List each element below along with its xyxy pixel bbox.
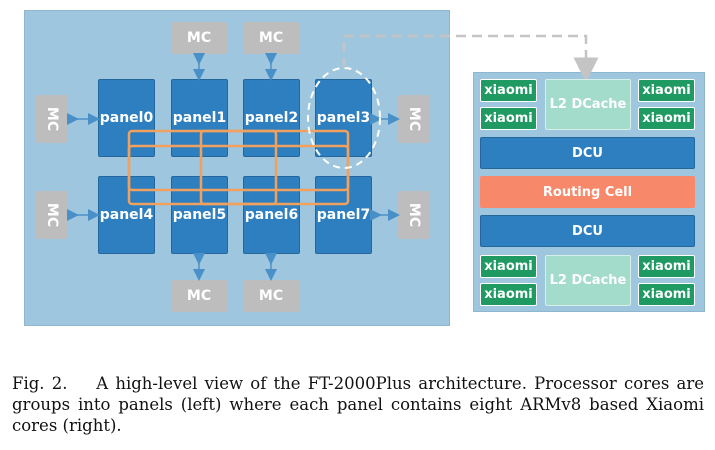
figure-caption: Fig. 2. A high-level view of the FT-2000… xyxy=(12,373,704,436)
memory-controller-top-1: MC xyxy=(171,22,227,54)
memory-links-vertical xyxy=(193,53,277,281)
panel-0: panel0 xyxy=(98,79,155,157)
panel3-highlight xyxy=(307,67,381,169)
dcu-top: DCU xyxy=(480,137,695,169)
memory-controller-right-1: MC xyxy=(398,95,430,143)
l2-cache-bottom: L2 DCache xyxy=(545,255,631,306)
chip-background xyxy=(24,10,450,326)
core-5: xiaomi xyxy=(480,255,537,278)
panel-1: panel1 xyxy=(171,79,228,157)
panel-2: panel2 xyxy=(243,79,300,157)
routing-cell: Routing Cell xyxy=(480,176,695,208)
caption-text: A high-level view of the FT-2000Plus arc… xyxy=(12,374,704,435)
figure-label: Fig. 2. xyxy=(12,374,68,393)
memory-controller-bottom-2: MC xyxy=(243,280,299,312)
core-1: xiaomi xyxy=(480,79,537,102)
panel-3: panel3 xyxy=(315,79,372,157)
core-4: xiaomi xyxy=(638,107,695,130)
memory-controller-left-2: MC xyxy=(36,191,68,239)
memory-controller-left-1: MC xyxy=(36,95,68,143)
memory-controller-bottom-1: MC xyxy=(171,280,227,312)
dcu-bottom: DCU xyxy=(480,215,695,247)
interconnect-rings xyxy=(127,129,350,206)
core-7: xiaomi xyxy=(638,255,695,278)
memory-controller-top-2: MC xyxy=(243,22,299,54)
memory-controller-right-2: MC xyxy=(398,191,430,239)
l2-cache-top: L2 DCache xyxy=(545,79,631,130)
core-2: xiaomi xyxy=(480,107,537,130)
callout-line xyxy=(342,34,599,83)
core-6: xiaomi xyxy=(480,283,537,306)
core-3: xiaomi xyxy=(638,79,695,102)
core-8: xiaomi xyxy=(638,283,695,306)
